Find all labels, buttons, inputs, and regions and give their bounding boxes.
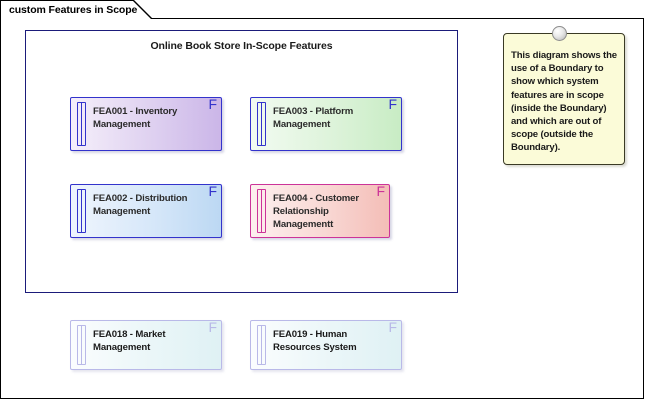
- feature-stereotype-icon: F: [208, 183, 217, 199]
- feature-title: FEA019 - Human Resources System: [273, 329, 357, 353]
- feature-box-fea001[interactable]: FEA001 - Inventory Management F: [70, 97, 222, 151]
- feature-title: FEA004 - Customer Relationship Managemen…: [273, 193, 359, 230]
- feature-title: FEA018 - Market Management: [93, 329, 166, 353]
- feature-stereotype-icon: F: [388, 319, 397, 335]
- feature-stereotype-icon: F: [208, 319, 217, 335]
- feature-title: FEA001 - Inventory Management: [93, 106, 178, 130]
- diagram-tab[interactable]: custom Features in Scope: [0, 0, 152, 19]
- feature-stereotype-icon: F: [376, 183, 385, 199]
- feature-box-fea018[interactable]: FEA018 - Market Management F: [70, 320, 222, 370]
- diagram-tab-slant-edge: [133, 0, 152, 19]
- feature-box-fea003[interactable]: FEA003 - Platform Management F: [250, 97, 402, 151]
- feature-stereotype-icon: F: [388, 96, 397, 112]
- component-bars-icon: [257, 325, 266, 365]
- diagram-note[interactable]: This diagram shows the use of a Boundary…: [503, 33, 625, 165]
- component-bars-icon: [257, 189, 266, 233]
- boundary-rectangle[interactable]: Online Book Store In-Scope Features: [25, 30, 458, 293]
- note-pin-icon: [552, 26, 567, 41]
- feature-box-fea019[interactable]: FEA019 - Human Resources System F: [250, 320, 402, 370]
- feature-box-fea002[interactable]: FEA002 - Distribution Management F: [70, 184, 222, 238]
- diagram-tab-label: custom Features in Scope: [9, 4, 138, 16]
- diagram-tab-body: custom Features in Scope: [0, 0, 137, 19]
- feature-box-fea004[interactable]: FEA004 - Customer Relationship Managemen…: [250, 184, 390, 238]
- component-bars-icon: [257, 102, 266, 146]
- component-bars-icon: [77, 102, 86, 146]
- boundary-title: Online Book Store In-Scope Features: [150, 40, 333, 52]
- component-bars-icon: [77, 325, 86, 365]
- diagram-note-text: This diagram shows the use of a Boundary…: [511, 50, 620, 154]
- feature-stereotype-icon: F: [208, 96, 217, 112]
- component-bars-icon: [77, 189, 86, 233]
- feature-title: FEA002 - Distribution Management: [93, 193, 188, 217]
- feature-title: FEA003 - Platform Management: [273, 106, 354, 130]
